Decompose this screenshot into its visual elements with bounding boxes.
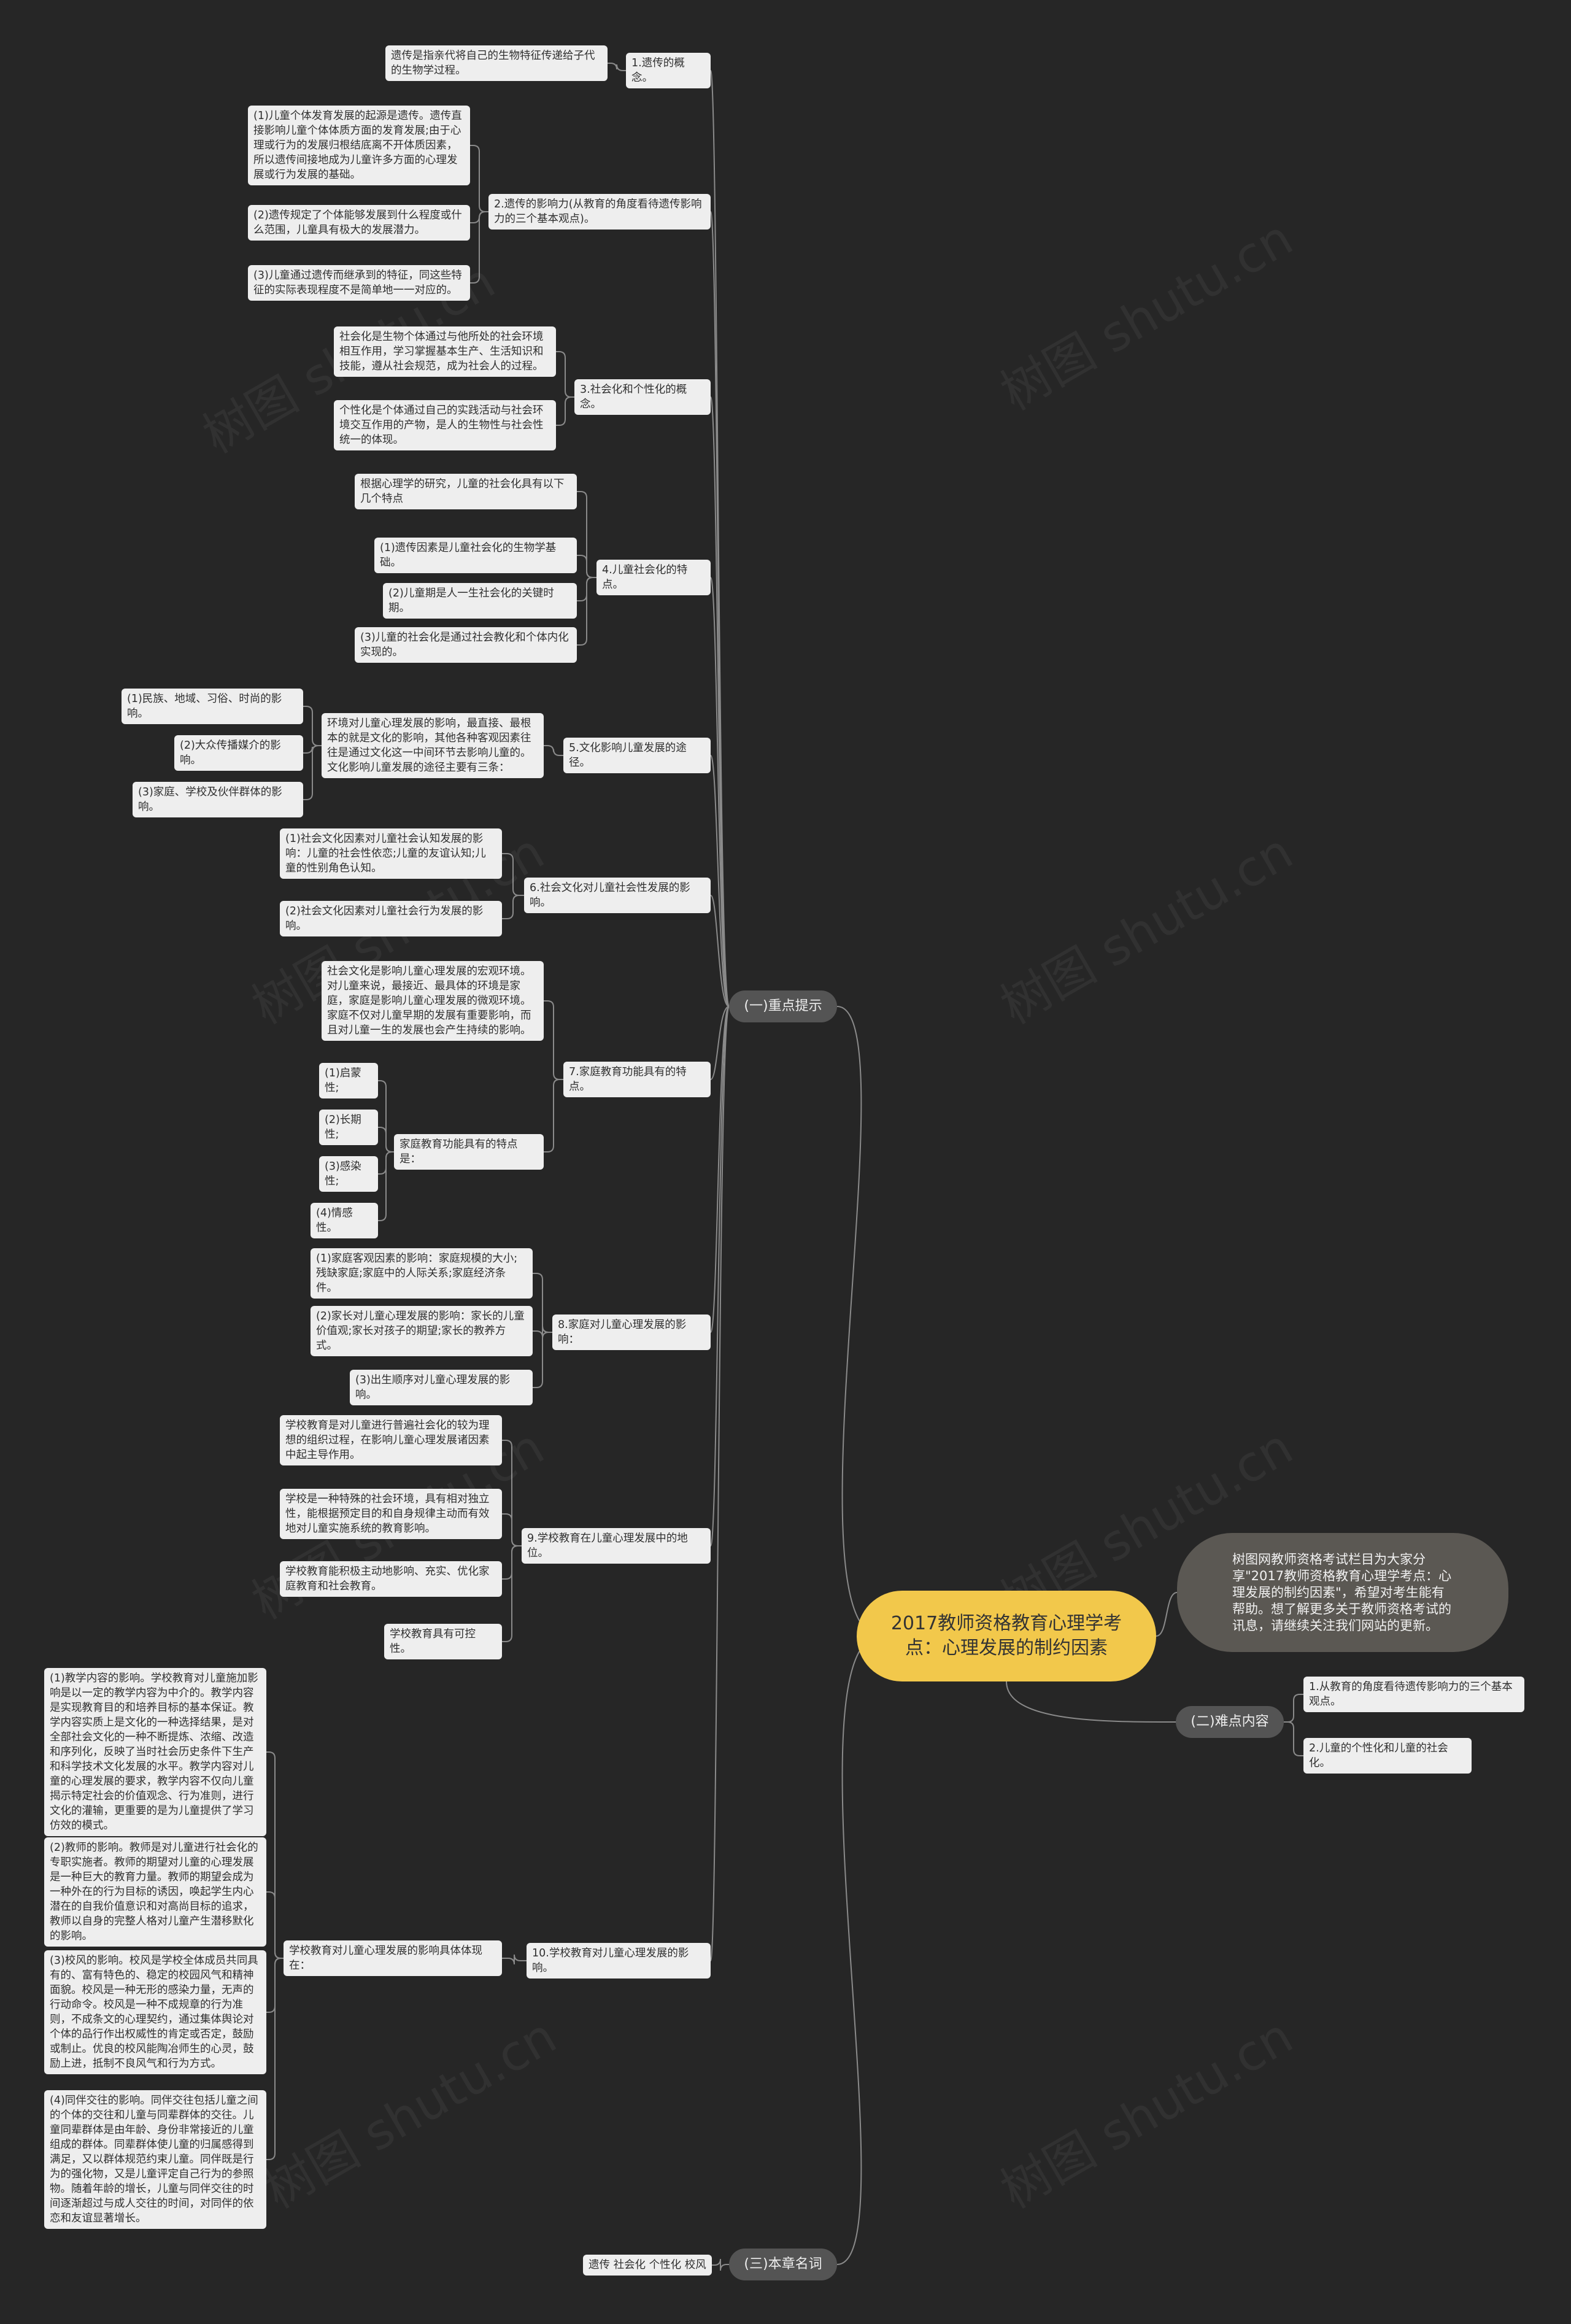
connector-s1-t8 [710, 1006, 730, 1333]
detail-school-controllable[interactable]: 学校教育具有可控性。 [384, 1624, 502, 1659]
detail-teacher-influence[interactable]: (2)教师的影响。教师是对儿童进行社会化的专职实施者。教师的期望对儿童的心理发展… [44, 1837, 266, 1947]
connector-t5a-t5a3 [303, 745, 322, 800]
connector-t6-t6a [502, 853, 524, 896]
connector-root-s3 [836, 1635, 882, 2265]
connector-s1-t9 [710, 1006, 730, 1546]
connector-t7-t7a [544, 1000, 563, 1080]
connector-t10-t10a [502, 1954, 527, 1965]
detail-school-leading-role[interactable]: 学校教育是对儿童进行普遍社会化的较为理想的组织过程，在影响儿童心理发展诸因素中起… [280, 1415, 502, 1465]
detail-family-feature-3[interactable]: (3)感染性; [319, 1156, 378, 1192]
detail-teaching-content[interactable]: (1)教学内容的影响。学校教育对儿童施加影响是以一定的教学内容为中介的。教学内容… [44, 1668, 266, 1836]
connector-s3-n1 [712, 2258, 729, 2271]
connector-t3-t3a [556, 351, 574, 398]
connector-root-s1 [836, 1006, 882, 1637]
difficult-point-1[interactable]: 1.从教育的角度看待遗传影响力的三个基本观点。 [1303, 1677, 1524, 1712]
section-key-points[interactable]: (一)重点提示 [729, 990, 837, 1022]
connector-root-s2 [1006, 1681, 1176, 1723]
connector-t10a-t10a2 [266, 1891, 284, 1959]
root-title: 2017教师资格教育心理学考点：心理发展的制约因素 [890, 1613, 1122, 1659]
connector-s1-t10 [710, 1006, 730, 1961]
connector-s1-t5 [710, 755, 730, 1007]
connector-t2-t2c [470, 211, 488, 284]
detail-culture-path-3[interactable]: (3)家庭、学校及伙伴群体的影响。 [133, 782, 303, 817]
root-node[interactable]: 2017教师资格教育心理学考点：心理发展的制约因素 [857, 1591, 1156, 1681]
chapter-terms[interactable]: 遗传 社会化 个性化 校风 [583, 2255, 712, 2276]
connector-s1-t4 [710, 577, 730, 1007]
topic-culture-paths[interactable]: 5.文化影响儿童发展的途径。 [563, 738, 711, 773]
topic-culture-social-dev[interactable]: 6.社会文化对儿童社会性发展的影响。 [524, 878, 711, 913]
connector-s1-t7 [710, 1006, 730, 1080]
connector-s2-d2 [1284, 1721, 1303, 1756]
connector-t7-t7b [544, 1079, 563, 1152]
detail-family-objective[interactable]: (1)家庭客观因素的影响：家庭规模的大小;残缺家庭;家庭中的人际关系;家庭经济条… [311, 1248, 533, 1299]
topic-heredity-influence[interactable]: 2.遗传的影响力(从教育的角度看待遗传影响力的三个基本观点)。 [488, 194, 711, 230]
detail-social-cognition[interactable]: (1)社会文化因素对儿童社会认知发展的影响：儿童的社会性依恋;儿童的友谊认知;儿… [280, 828, 502, 879]
connector-t7b-t7b2 [378, 1127, 394, 1152]
connector-root-intro [1156, 1592, 1178, 1637]
detail-school-influence-intro[interactable]: 学校教育对儿童心理发展的影响具体体现在： [284, 1940, 502, 1976]
connector-t5a-t5a1 [303, 706, 322, 746]
detail-peer-interaction[interactable]: (4)同伴交往的影响。同伴交往包括儿童之间的个体的交往和儿童与同辈群体的交往。儿… [44, 2090, 266, 2229]
section-difficult-points[interactable]: (二)难点内容 [1176, 1706, 1284, 1738]
topic-school-status[interactable]: 9.学校教育在儿童心理发展中的地位。 [522, 1528, 711, 1564]
detail-socialization-feature-3[interactable]: (3)儿童的社会化是通过社会教化和个体内化实现的。 [355, 627, 577, 663]
detail-heredity-range[interactable]: (2)遗传规定了个体能够发展到什么程度或什么范围，儿童具有极大的发展潜力。 [248, 205, 470, 241]
detail-school-special-environment[interactable]: 学校是一种特殊的社会环境，具有相对独立性，能根据预定目的和自身规律主动而有效地对… [280, 1489, 502, 1539]
detail-socialization-features-intro[interactable]: 根据心理学的研究，儿童的社会化具有以下几个特点 [355, 474, 577, 509]
detail-social-behavior[interactable]: (2)社会文化因素对儿童社会行为发展的影响。 [280, 901, 502, 936]
detail-family-feature-1[interactable]: (1)启蒙性; [319, 1063, 378, 1098]
detail-family-environment[interactable]: 社会文化是影响儿童心理发展的宏观环境。对儿童来说，最接近、最具体的环境是家庭，家… [322, 961, 544, 1041]
connector-t9-t9b [502, 1513, 522, 1546]
connector-t6-t6b [502, 895, 524, 919]
detail-family-features-intro[interactable]: 家庭教育功能具有的特点是： [394, 1134, 544, 1170]
detail-school-spirit[interactable]: (3)校风的影响。校风是学校全体成员共同具有的、富有特色的、稳定的校园风气和精神… [44, 1950, 266, 2074]
connector-t10a-t10a4 [266, 1958, 284, 2160]
connector-t5-t5a [544, 745, 563, 756]
topic-family-education[interactable]: 7.家庭教育功能具有的特点。 [563, 1062, 711, 1097]
connector-t7b-t7b4 [378, 1151, 394, 1221]
connector-t8-t8c [533, 1332, 552, 1388]
detail-family-feature-4[interactable]: (4)情感性。 [311, 1203, 378, 1238]
topic-heredity-concept[interactable]: 1.遗传的概念。 [626, 53, 711, 88]
connector-s1-t6 [710, 895, 730, 1007]
detail-heredity-definition[interactable]: 遗传是指亲代将自己的生物特征传递给子代的生物学过程。 [385, 45, 608, 81]
detail-socialization-feature-1[interactable]: (1)遗传因素是儿童社会化的生物学基础。 [374, 538, 577, 573]
connector-t3-t3b [556, 396, 574, 426]
detail-culture-path-2[interactable]: (2)大众传播媒介的影响。 [174, 735, 303, 771]
detail-heredity-origin[interactable]: (1)儿童个体发育发展的起源是遗传。遗传直接影响儿童个体体质方面的发育发展;由于… [248, 106, 470, 185]
detail-socialization-definition[interactable]: 社会化是生物个体通过与他所处的社会环境相互作用，学习掌握基本生产、生活知识和技能… [334, 326, 556, 377]
detail-school-optimize[interactable]: 学校教育能积极主动地影响、充实、优化家庭教育和社会教育。 [280, 1561, 502, 1597]
detail-parents-influence[interactable]: (2)家长对儿童心理发展的影响：家长的儿童价值观;家长对孩子的期望;家长的教养方… [311, 1306, 533, 1356]
connector-t2-t2a [470, 145, 488, 212]
connector-s2-d1 [1284, 1694, 1303, 1723]
connector-t8-t8a [533, 1273, 552, 1333]
detail-culture-path-1[interactable]: (1)民族、地域、习俗、时尚的影响。 [122, 689, 303, 724]
detail-birth-order[interactable]: (3)出生顺序对儿童心理发展的影响。 [350, 1370, 533, 1405]
topic-child-socialization[interactable]: 4.儿童社会化的特点。 [596, 560, 711, 595]
detail-culture-influence[interactable]: 环境对儿童心理发展的影响，最直接、最根本的就是文化的影响，其他各种客观因素往往是… [322, 713, 544, 778]
connector-t9-t9d [502, 1545, 522, 1642]
detail-individualization-definition[interactable]: 个性化是个体通过自己的实践活动与社会环境交互作用的产物，是人的生物性与社会性统一… [334, 400, 556, 450]
topic-family-influence[interactable]: 8.家庭对儿童心理发展的影响： [552, 1314, 711, 1350]
connector-t1-t1a [608, 63, 626, 71]
intro-text: 树图网教师资格考试栏目为大家分享"2017教师资格教育心理学考点：心理发展的制约… [1232, 1551, 1452, 1633]
topic-school-influence[interactable]: 10.学校教育对儿童心理发展的影响。 [527, 1943, 711, 1978]
connector-s1-t3 [710, 396, 730, 1007]
detail-family-feature-2[interactable]: (2)长期性; [319, 1110, 378, 1145]
section-chapter-terms[interactable]: (三)本章名词 [729, 2249, 837, 2280]
intro-note[interactable]: 树图网教师资格考试栏目为大家分享"2017教师资格教育心理学考点：心理发展的制约… [1177, 1533, 1508, 1652]
connector-t4-t4b [577, 555, 596, 578]
topic-socialization-concept[interactable]: 3.社会化和个性化的概念。 [574, 379, 711, 415]
detail-heredity-expression[interactable]: (3)儿童通过遗传而继承到的特征，同这些特征的实际表现程度不是简单地一一对应的。 [248, 265, 470, 301]
connector-t4-t4d [577, 577, 596, 646]
connector-t8-t8b [533, 1326, 552, 1338]
detail-socialization-feature-2[interactable]: (2)儿童期是人一生社会化的关键时期。 [383, 583, 577, 619]
difficult-point-2[interactable]: 2.儿童的个性化和儿童的社会化。 [1303, 1738, 1472, 1774]
